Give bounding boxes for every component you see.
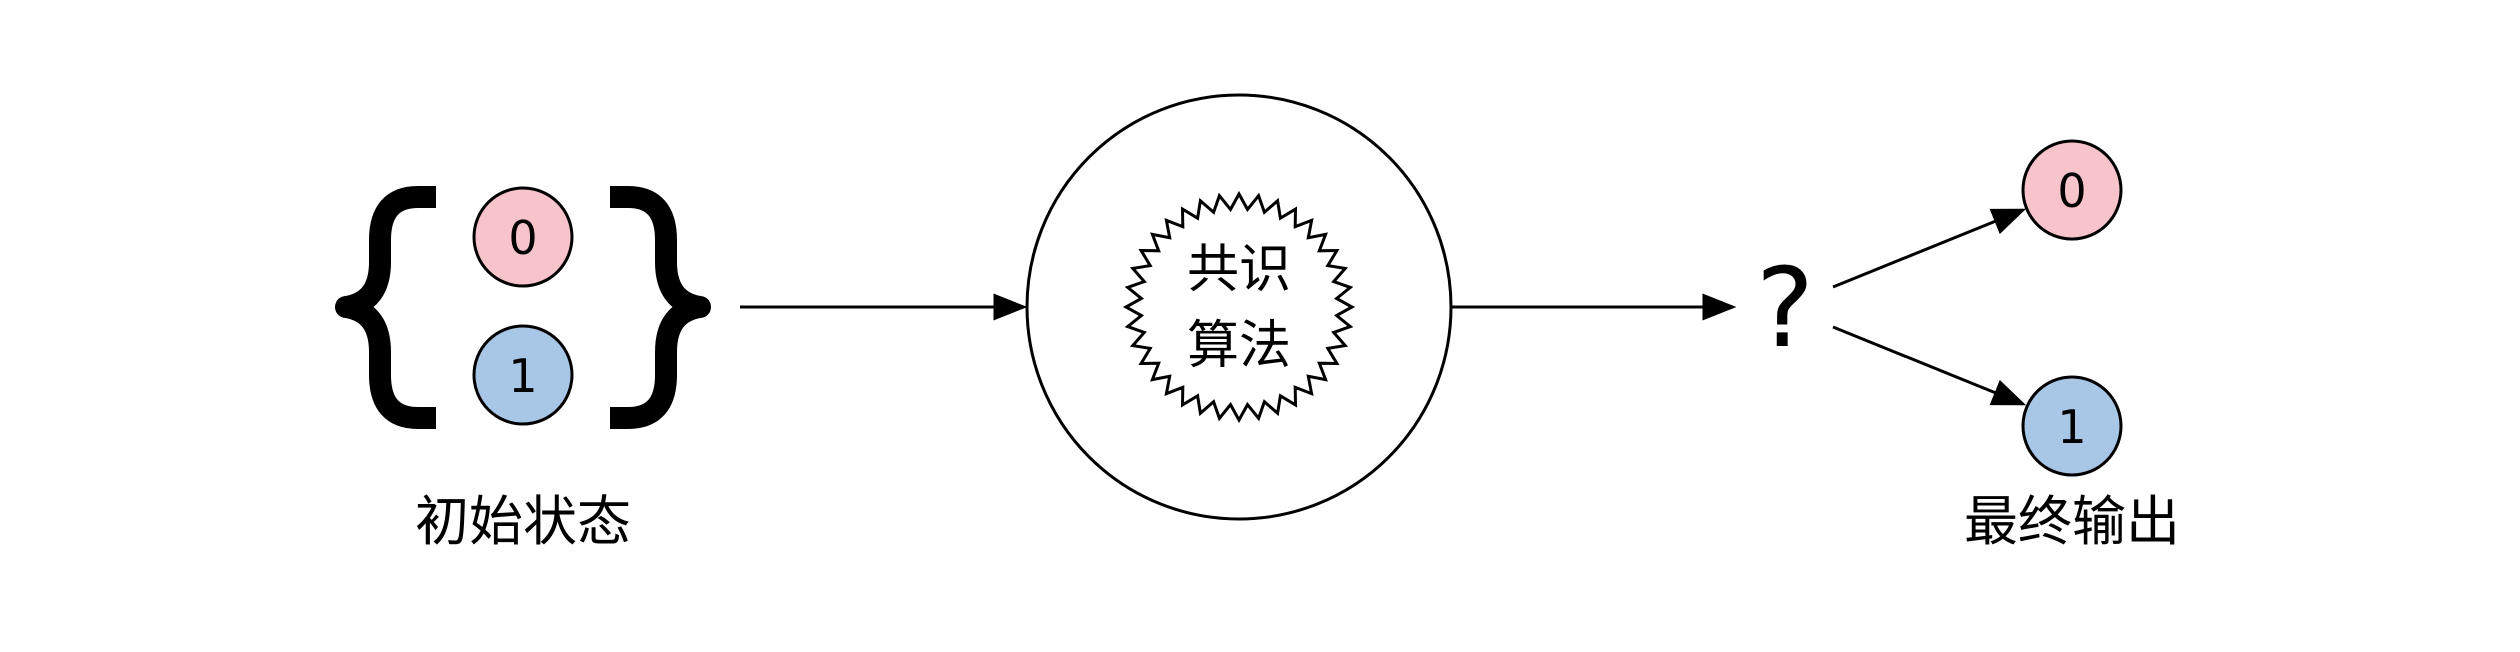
- question-mark: ?: [1756, 244, 1814, 372]
- final-one-label: 1: [2057, 400, 2086, 454]
- arrow-to-output-zero: [1832, 208, 2027, 289]
- left-brace: [335, 186, 436, 429]
- initial-state-caption: 初始状态: [415, 490, 631, 553]
- initial-zero-label: 0: [508, 211, 537, 265]
- final-output-group: 0 1 最终输出: [1964, 139, 2180, 553]
- arrow-to-output-one: [1832, 325, 2027, 406]
- right-brace: [610, 186, 711, 429]
- final-value-one-node: 1: [2021, 375, 2123, 477]
- algorithm-label-line2: 算法: [1187, 316, 1291, 376]
- algorithm-label-line1: 共识: [1187, 240, 1291, 300]
- initial-one-label: 1: [508, 349, 537, 403]
- final-zero-circle: [2021, 139, 2123, 241]
- algorithm-starburst: [1122, 190, 1356, 424]
- initial-state-group: 0 1 初始状态: [335, 186, 711, 553]
- initial-one-circle: [472, 324, 574, 426]
- initial-value-one-node: 1: [472, 324, 574, 426]
- initial-zero-circle: [472, 186, 574, 288]
- final-one-circle: [2021, 375, 2123, 477]
- final-zero-label: 0: [2057, 164, 2086, 218]
- initial-value-zero-node: 0: [472, 186, 574, 288]
- final-output-caption: 最终输出: [1964, 490, 2180, 553]
- final-value-zero-node: 0: [2021, 139, 2123, 241]
- consensus-algorithm-node: 共识 算法: [1025, 93, 1453, 521]
